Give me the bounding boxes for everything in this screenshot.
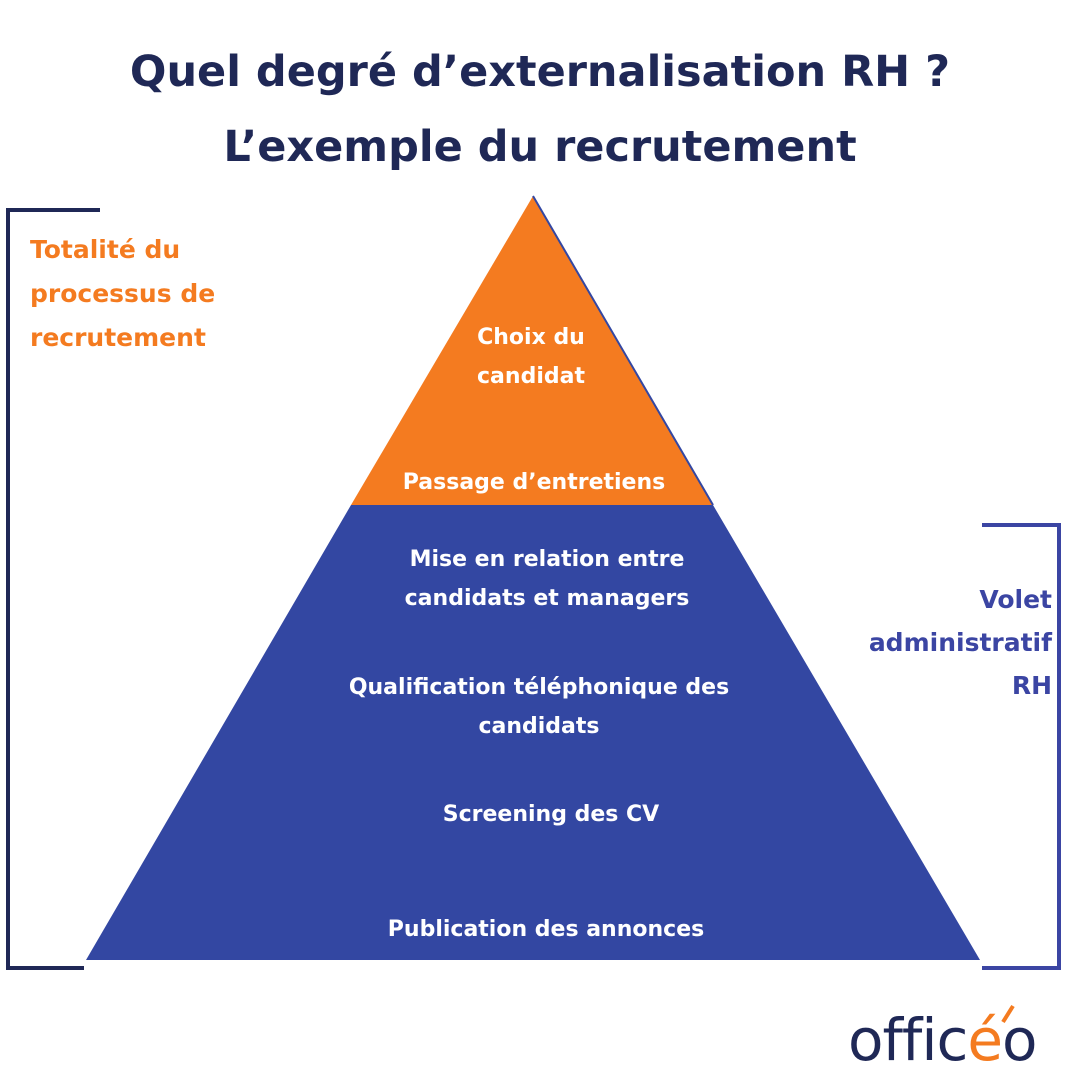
pyramid-top-orange <box>351 196 713 505</box>
pyramid-base-blue <box>86 505 980 960</box>
logo-accent-stroke <box>1001 1004 1015 1024</box>
right-bracket <box>982 523 1061 970</box>
level-passage-entretiens: Passage d’entretiens <box>402 470 666 495</box>
page-title-line2: L’exemple du recrutement <box>223 122 857 172</box>
left-bracket <box>6 208 100 970</box>
right-bracket-label: Volet administratif RH <box>868 585 1052 700</box>
officeo-logo: officéo <box>848 1006 1038 1074</box>
page-title-line1: Quel degré d’externalisation RH ? <box>129 47 951 97</box>
level-screening-cv: Screening des CV <box>442 802 660 827</box>
pyramid-top-edge <box>532 195 714 506</box>
level-publication-annonces: Publication des annonces <box>387 917 705 942</box>
left-bracket-label: Totalité du processus de recrutement <box>30 235 216 352</box>
